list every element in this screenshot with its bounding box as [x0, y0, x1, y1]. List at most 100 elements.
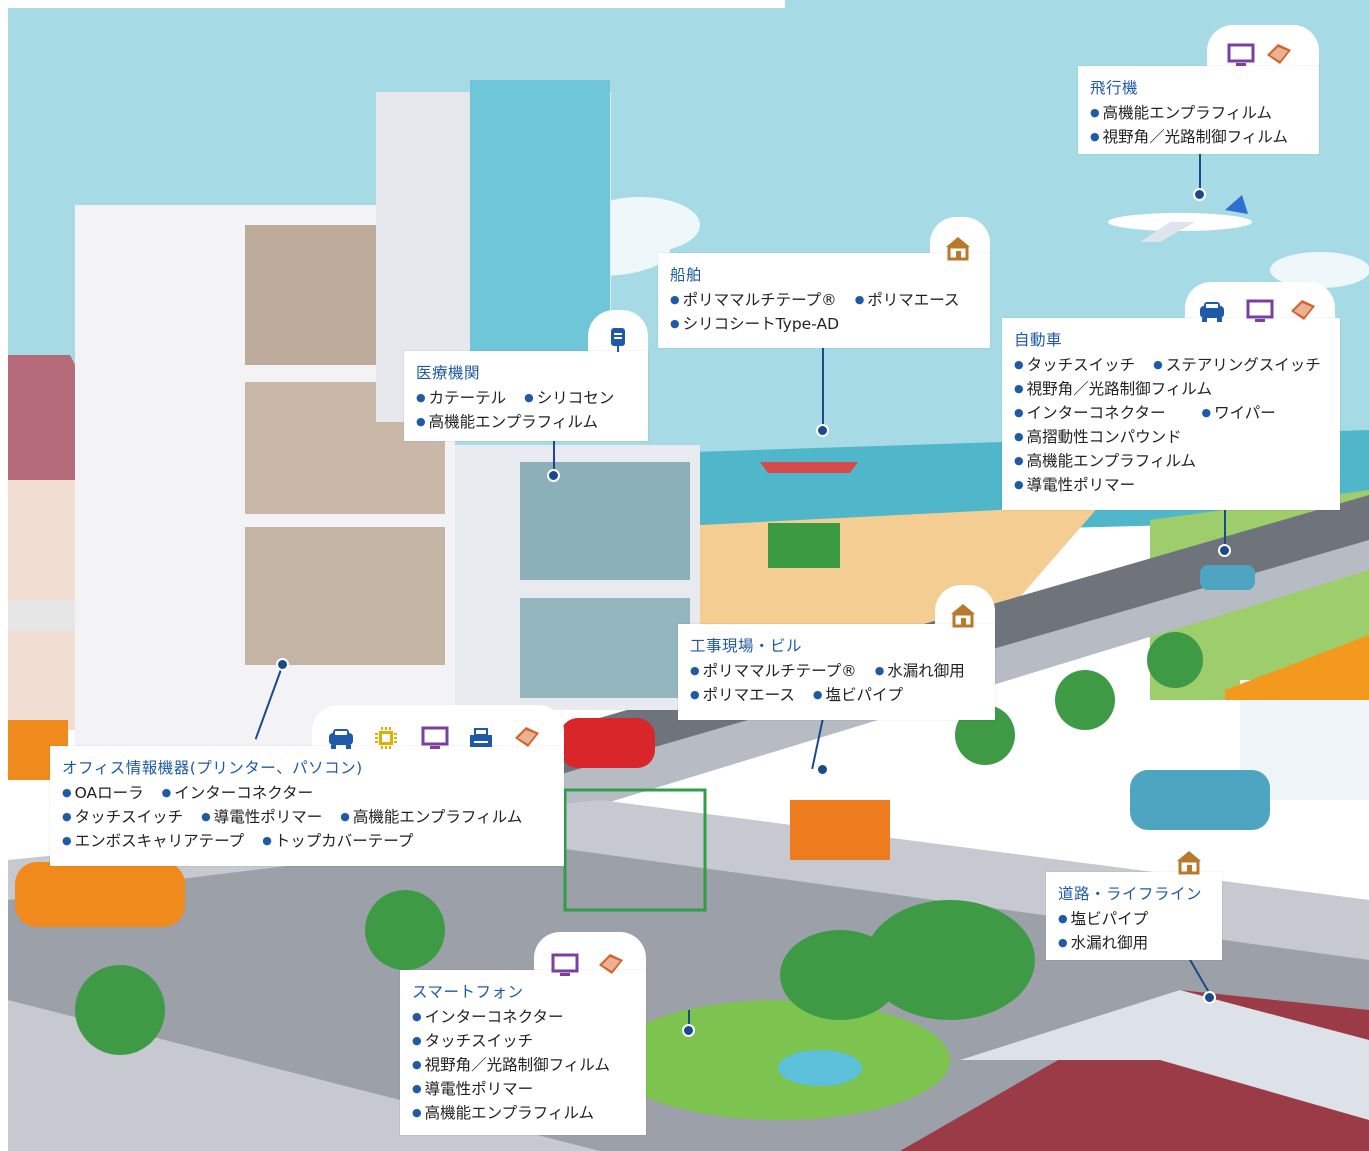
film-roll-icon: [515, 727, 539, 747]
callout-airplane: 飛行機 高機能エンプラフィルム 視野角／光路制御フィルム: [1078, 66, 1319, 154]
red-car: [560, 718, 655, 768]
callout-office-row: エンボスキャリアテープトップカバーテープ: [62, 829, 552, 853]
callout-construction-row: ポリマエース塩ビパイプ: [690, 683, 983, 707]
callout-item: エンボスキャリアテープ: [62, 829, 245, 853]
callout-item: 導電性ポリマー: [1014, 473, 1136, 497]
monitor-icon: [1246, 299, 1274, 322]
chip-icon: [375, 727, 397, 749]
pin-automobile: [1218, 544, 1231, 557]
house-icon: [946, 237, 970, 261]
callout-item: 導電性ポリマー: [412, 1077, 534, 1101]
pin-medical: [547, 469, 560, 482]
callout-office-row: タッチスイッチ導電性ポリマー高機能エンプラフィルム: [62, 805, 552, 829]
street: [8, 840, 1369, 1151]
airplane-shape: [1108, 195, 1252, 242]
callout-smartphone-row: 導電性ポリマー: [412, 1077, 634, 1101]
callout-ship-row: シリコシートType-AD: [670, 312, 978, 336]
callout-item: シリコセン: [524, 386, 615, 410]
park-lawn: [610, 1000, 950, 1120]
callout-item: 高摺動性コンパウンド: [1014, 425, 1182, 449]
pin-road: [1203, 991, 1216, 1004]
callout-smartphone-row: 高機能エンプラフィルム: [412, 1101, 634, 1125]
callout-item: 高機能エンプラフィルム: [416, 410, 598, 434]
callout-item: ポリママルチテープ®: [670, 288, 837, 312]
callout-office: オフィス情報機器(プリンター、パソコン) OAローラインターコネクター タッチス…: [50, 746, 564, 866]
callout-item: ワイパー: [1202, 401, 1276, 425]
callout-ship-row: ポリママルチテープ®ポリマエース: [670, 288, 978, 312]
callout-automobile-row: 高摺動性コンパウンド: [1014, 425, 1328, 449]
callout-item: シリコシートType-AD: [670, 312, 839, 336]
trees: [75, 632, 1203, 1055]
left-white-edge: [0, 0, 8, 1151]
excavator: [790, 800, 890, 860]
pin-airplane: [1193, 188, 1206, 201]
callout-ship: 船舶 ポリママルチテープ®ポリマエース シリコシートType-AD: [658, 253, 990, 348]
train: [960, 990, 1369, 1120]
lead-line-airplane: [1199, 150, 1201, 194]
callout-item: 高機能エンプラフィルム: [1014, 449, 1196, 473]
callout-smartphone-row: インターコネクター: [412, 1005, 634, 1029]
callout-automobile-row: インターコネクター ワイパー: [1014, 401, 1328, 425]
fountain: [778, 1050, 862, 1086]
film-roll-icon: [1267, 44, 1291, 64]
lead-line-medical: [553, 440, 555, 475]
callout-medical-row: 高機能エンプラフィルム: [416, 410, 636, 434]
house-icon: [951, 604, 975, 628]
callout-item: 塩ビパイプ: [813, 683, 903, 707]
callout-automobile-row: 視野角／光路制御フィルム: [1014, 377, 1328, 401]
callout-airplane-title: 飛行機: [1090, 79, 1139, 97]
pin-smartphone: [682, 1024, 695, 1037]
lead-line-automobile: [1224, 508, 1226, 550]
hospital-room-2: [520, 598, 690, 698]
callout-item: ポリマエース: [690, 683, 795, 707]
callout-item: カテーテル: [416, 386, 507, 410]
callout-automobile-title: 自動車: [1014, 331, 1063, 349]
callout-medical-title: 医療機関: [416, 364, 481, 382]
callout-item: 水漏れ御用: [1058, 931, 1149, 955]
callout-ship-title: 船舶: [670, 266, 703, 284]
callout-item: タッチスイッチ: [412, 1029, 534, 1053]
lead-line-smartphone: [688, 1010, 690, 1030]
callout-road: 道路・ライフライン 塩ビパイプ 水漏れ御用: [1046, 872, 1222, 960]
store-roof: [1225, 635, 1369, 700]
ship: [760, 462, 858, 473]
callout-construction-row: ポリママルチテープ®水漏れ御用: [690, 659, 983, 683]
callout-item: ポリママルチテープ®: [690, 659, 857, 683]
callout-item: 視野角／光路制御フィルム: [1014, 377, 1212, 401]
callout-office-row: OAローラインターコネクター: [62, 781, 552, 805]
callout-medical-row: カテーテルシリコセン: [416, 386, 636, 410]
callout-smartphone-row: 視野角／光路制御フィルム: [412, 1053, 634, 1077]
callout-item: 高機能エンプラフィルム: [340, 805, 522, 829]
orange-car: [15, 862, 185, 927]
callout-item: インターコネクター: [162, 781, 313, 805]
callout-smartphone-title: スマートフォン: [412, 983, 524, 1001]
printer-icon: [470, 728, 492, 747]
film-roll-icon: [599, 954, 623, 974]
callout-smartphone-row: タッチスイッチ: [412, 1029, 634, 1053]
callout-item: ステアリングスイッチ: [1153, 353, 1321, 377]
callout-road-row: 塩ビパイプ: [1058, 907, 1210, 931]
callout-item: タッチスイッチ: [1014, 353, 1136, 377]
callout-road-row: 水漏れ御用: [1058, 931, 1210, 955]
callout-smartphone: スマートフォン インターコネクター タッチスイッチ 視野角／光路制御フィルム 導…: [400, 970, 646, 1135]
small-blue-car: [1200, 565, 1255, 590]
pin-ship: [816, 424, 829, 437]
house-icon: [1177, 851, 1201, 875]
pin-office: [276, 658, 289, 671]
callout-automobile-row: 導電性ポリマー: [1014, 473, 1328, 497]
callout-item: 導電性ポリマー: [201, 805, 323, 829]
callout-automobile-row: タッチスイッチステアリングスイッチ: [1014, 353, 1328, 377]
callout-item: インターコネクター: [412, 1005, 564, 1029]
blue-car: [1130, 770, 1270, 830]
pin-construction: [816, 763, 829, 776]
callout-automobile-row: 高機能エンプラフィルム: [1014, 449, 1328, 473]
callout-item: インターコネクター: [1014, 401, 1166, 425]
callout-item: 高機能エンプラフィルム: [412, 1101, 594, 1125]
film-roll-icon: [1291, 300, 1315, 320]
callout-item: 視野角／光路制御フィルム: [1090, 125, 1288, 149]
office-room-3: [245, 527, 445, 665]
car-icon: [329, 729, 353, 749]
callout-item: タッチスイッチ: [62, 805, 184, 829]
hospital-room-1: [520, 462, 690, 580]
